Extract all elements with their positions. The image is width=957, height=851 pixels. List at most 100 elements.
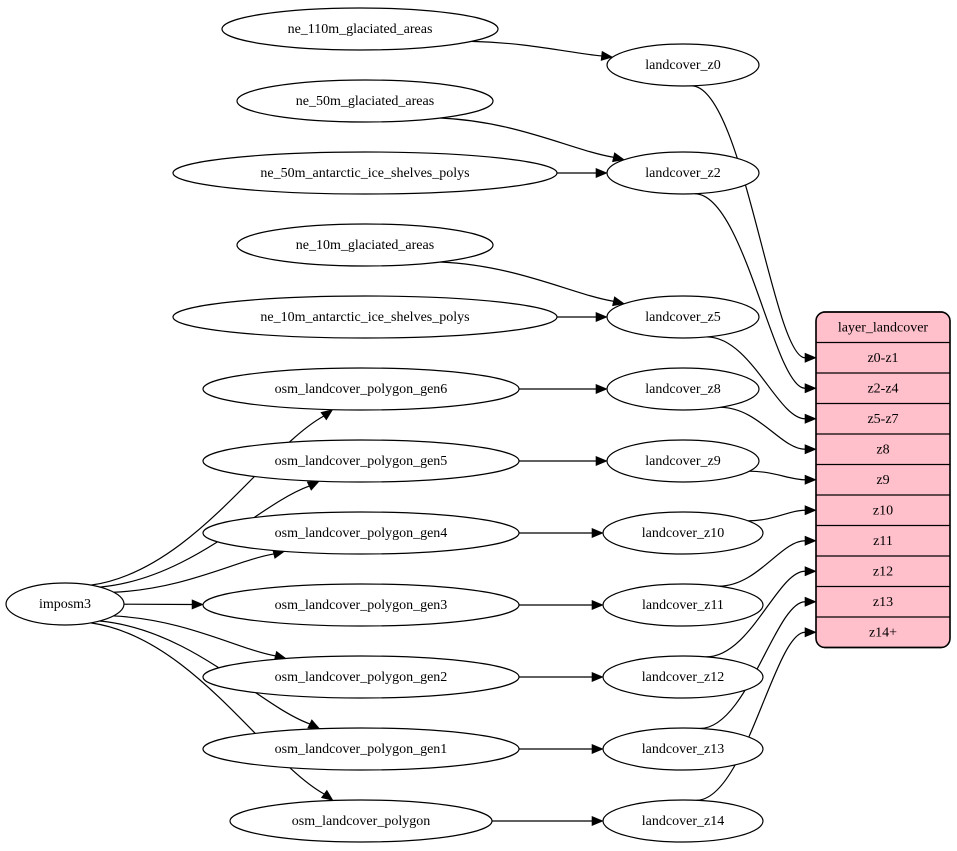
node-label: landcover_z13 xyxy=(642,742,724,757)
node-ellipse[interactable] xyxy=(236,223,494,267)
table-row[interactable]: z13 xyxy=(816,585,950,618)
arrow-head-icon xyxy=(595,383,608,395)
table-row-label: z14+ xyxy=(869,625,897,640)
node-ellipse[interactable] xyxy=(602,583,764,627)
edge-landcover_z5-to-z5-z7 xyxy=(706,336,817,424)
edge-landcover_z11-to-z11 xyxy=(718,535,817,587)
edge-line xyxy=(90,415,324,586)
edge-line xyxy=(440,117,614,158)
node-label: osm_landcover_polygon_gen6 xyxy=(275,382,448,397)
node-ne_50m_antarctic_ice_shelves_polys[interactable]: ne_50m_antarctic_ice_shelves_polys xyxy=(172,151,558,195)
edge-ne_50m_antarctic_ice_shelves_polys-to-landcover_z2 xyxy=(557,167,608,179)
node-ne_110m_glaciated_areas[interactable]: ne_110m_glaciated_areas xyxy=(221,7,499,51)
node-ne_10m_glaciated_areas[interactable]: ne_10m_glaciated_areas xyxy=(236,223,494,267)
table-row-label: z5-z7 xyxy=(867,412,898,427)
node-landcover_z8[interactable]: landcover_z8 xyxy=(606,367,760,411)
node-osm_landcover_polygon_gen3[interactable]: osm_landcover_polygon_gen3 xyxy=(202,583,520,627)
node-ellipse[interactable] xyxy=(202,511,520,555)
node-ellipse[interactable] xyxy=(606,43,760,87)
node-label: osm_landcover_polygon_gen1 xyxy=(275,742,448,757)
arrow-head-icon xyxy=(595,311,608,323)
node-ellipse[interactable] xyxy=(172,151,558,195)
arrow-head-icon xyxy=(591,599,604,611)
node-label: landcover_z2 xyxy=(645,166,720,181)
node-landcover_z12[interactable]: landcover_z12 xyxy=(602,655,764,699)
node-label: imposm3 xyxy=(39,597,91,612)
node-ellipse[interactable] xyxy=(202,367,520,411)
table-row[interactable]: z8 xyxy=(816,433,950,465)
edge-osm_landcover_polygon_gen4-to-landcover_z10 xyxy=(519,527,604,539)
table-row[interactable]: z9 xyxy=(816,463,950,496)
arrow-head-icon xyxy=(591,527,604,539)
edge-osm_landcover_polygon_gen3-to-landcover_z11 xyxy=(519,599,604,611)
node-label: landcover_z5 xyxy=(645,310,720,325)
node-ellipse[interactable] xyxy=(172,295,558,339)
arrow-head-icon xyxy=(595,455,608,467)
table-row[interactable]: z2-z4 xyxy=(816,372,950,404)
node-ellipse[interactable] xyxy=(602,727,764,771)
edge-line xyxy=(113,553,274,593)
node-ellipse[interactable] xyxy=(221,7,499,51)
node-ellipse[interactable] xyxy=(236,79,494,123)
node-osm_landcover_polygon_gen6[interactable]: osm_landcover_polygon_gen6 xyxy=(202,367,520,411)
node-landcover_z10[interactable]: landcover_z10 xyxy=(602,511,764,555)
node-ellipse[interactable] xyxy=(5,582,125,626)
table-row[interactable]: z5-z7 xyxy=(816,402,950,435)
arrow-head-icon xyxy=(804,383,817,394)
arrow-head-icon xyxy=(191,599,204,610)
node-ellipse[interactable] xyxy=(202,655,520,699)
arrow-head-icon xyxy=(804,413,817,424)
node-osm_landcover_polygon_gen1[interactable]: osm_landcover_polygon_gen1 xyxy=(202,727,520,771)
node-ne_10m_antarctic_ice_shelves_polys[interactable]: ne_10m_antarctic_ice_shelves_polys xyxy=(172,295,558,339)
table-row-label: z13 xyxy=(873,595,893,610)
table-row[interactable]: z10 xyxy=(816,494,950,526)
arrow-head-icon xyxy=(307,719,321,730)
node-ellipse[interactable] xyxy=(202,439,520,483)
node-imposm3[interactable]: imposm3 xyxy=(5,582,125,626)
edge-landcover_z2-to-z2-z4 xyxy=(694,193,817,394)
node-osm_landcover_polygon_gen2[interactable]: osm_landcover_polygon_gen2 xyxy=(202,655,520,699)
table-row[interactable]: z12 xyxy=(816,555,950,587)
node-ellipse[interactable] xyxy=(606,151,760,195)
edge-line xyxy=(691,85,806,359)
node-osm_landcover_polygon_gen4[interactable]: osm_landcover_polygon_gen4 xyxy=(202,511,520,555)
table-header-label: layer_landcover xyxy=(838,320,929,335)
node-label: osm_landcover_polygon_gen5 xyxy=(275,454,448,469)
table-border xyxy=(815,311,951,649)
edge-ne_110m_glaciated_areas-to-landcover_z0 xyxy=(471,40,614,61)
nodes-layer: imposm3 ne_110m_glaciated_areas ne_50m_gla… xyxy=(5,7,764,843)
node-landcover_z11[interactable]: landcover_z11 xyxy=(602,583,764,627)
edge-landcover_z9-to-z9 xyxy=(749,470,817,485)
edge-line xyxy=(113,615,276,657)
arrow-head-icon xyxy=(320,409,334,421)
node-ellipse[interactable] xyxy=(202,583,520,627)
node-osm_landcover_polygon[interactable]: osm_landcover_polygon xyxy=(229,799,493,843)
node-ellipse[interactable] xyxy=(606,439,760,483)
node-ellipse[interactable] xyxy=(229,799,493,843)
edge-imposm3-to-osm_landcover_polygon_gen6 xyxy=(90,409,334,586)
node-landcover_z5[interactable]: landcover_z5 xyxy=(606,295,760,339)
node-ellipse[interactable] xyxy=(606,295,760,339)
node-ellipse[interactable] xyxy=(602,655,764,699)
node-ellipse[interactable] xyxy=(602,511,764,555)
node-landcover_z13[interactable]: landcover_z13 xyxy=(602,727,764,771)
node-landcover_z0[interactable]: landcover_z0 xyxy=(606,43,760,87)
node-landcover_z14[interactable]: landcover_z14 xyxy=(602,799,764,843)
node-osm_landcover_polygon_gen5[interactable]: osm_landcover_polygon_gen5 xyxy=(202,439,520,483)
edge-osm_landcover_polygon_gen5-to-landcover_z9 xyxy=(519,455,608,467)
table-row[interactable]: z0-z1 xyxy=(816,341,950,374)
edge-line xyxy=(694,193,806,389)
node-ellipse[interactable] xyxy=(602,799,764,843)
node-ellipse[interactable] xyxy=(606,367,760,411)
table-row-label: z9 xyxy=(876,473,889,488)
edge-line xyxy=(748,509,806,522)
node-ne_50m_glaciated_areas[interactable]: ne_50m_glaciated_areas xyxy=(236,79,494,123)
node-landcover_z9[interactable]: landcover_z9 xyxy=(606,439,760,483)
node-landcover_z2[interactable]: landcover_z2 xyxy=(606,151,760,195)
node-ellipse[interactable] xyxy=(202,727,520,771)
table-row[interactable]: z11 xyxy=(816,524,950,557)
edge-imposm3-to-osm_landcover_polygon_gen4 xyxy=(113,549,286,593)
table-row[interactable]: z14+ xyxy=(816,616,950,648)
